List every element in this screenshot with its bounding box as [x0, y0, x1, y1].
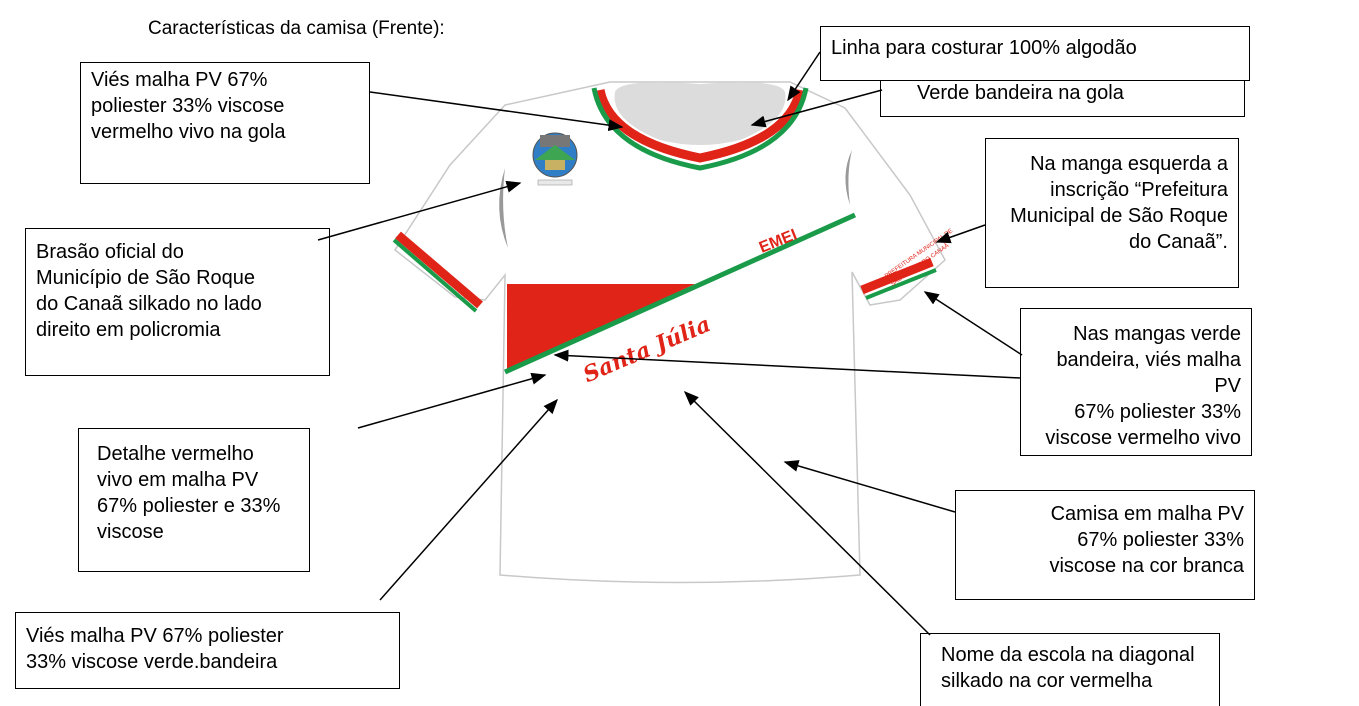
right-sleeve-trim-red [395, 231, 483, 309]
right-sleeve-trim-green [392, 238, 478, 313]
note-thread: Linha para costurar 100% algodão [820, 26, 1250, 81]
note-red-detail: Detalhe vermelho vivo em malha PV 67% po… [78, 428, 310, 572]
note-collar-red: Viés malha PV 67% poliester 33% viscose … [80, 62, 370, 184]
note-sleeves-green: Nas mangas verde bandeira, viés malha PV… [1020, 308, 1252, 456]
crest-icon [532, 132, 578, 186]
green-diagonal-stripe [503, 212, 857, 375]
left-sleeve-trim-red [860, 257, 934, 295]
side-fold-left [845, 150, 852, 205]
left-sleeve-trim-green [865, 268, 937, 300]
note-shirt-fabric: Camisa em malha PV 67% poliester 33% vis… [955, 490, 1255, 600]
note-crest: Brasão oficial do Município de São Roque… [25, 228, 330, 376]
note-green-bias: Viés malha PV 67% poliester 33% viscose … [15, 612, 400, 689]
note-school-name: Nome da escola na diagonal silkado na co… [920, 633, 1220, 706]
note-left-sleeve: Na manga esquerda a inscrição “Prefeitur… [985, 138, 1239, 288]
page-title: Características da camisa (Frente): [148, 18, 445, 39]
collar-inner [614, 82, 786, 145]
